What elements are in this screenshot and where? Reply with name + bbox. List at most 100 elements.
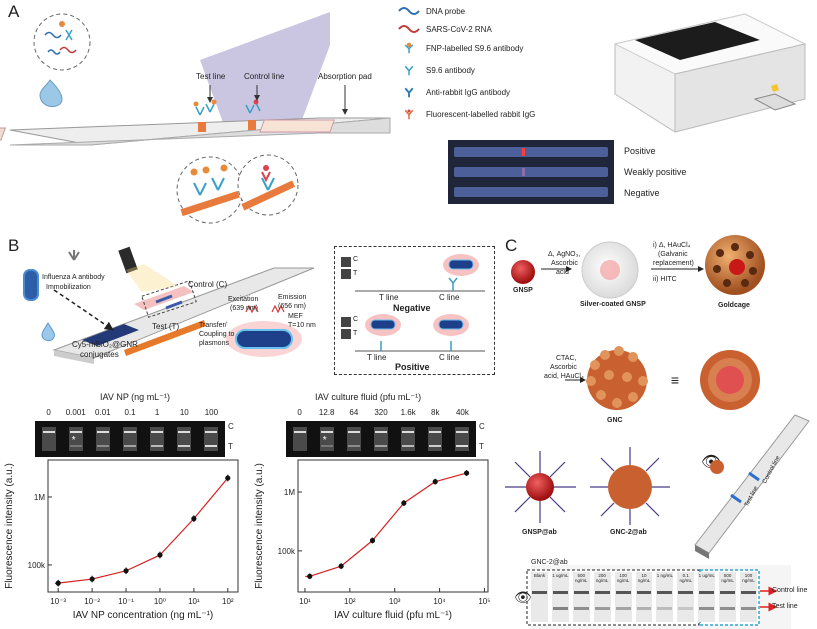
chart2-title: IAV culture fluid (pfu mL⁻¹) xyxy=(315,392,422,402)
fit-curve xyxy=(305,472,467,578)
mef-label: MEF xyxy=(288,313,303,320)
strip-lane: 500 ng/mL xyxy=(572,572,590,622)
t-line-label: T line xyxy=(379,293,399,302)
panel-b-schematic xyxy=(23,246,315,364)
x-axis-label: IAV culture fluid (pfu mL⁻¹) xyxy=(334,610,452,621)
strip-lane: 100 ng/mL xyxy=(740,572,757,622)
strip-lane: 10 ng/mL xyxy=(635,572,653,622)
test-label: Test (T) xyxy=(152,322,180,331)
strip-concentration-label: 0.001 xyxy=(65,408,86,417)
step2-label-2: (Galvanic xyxy=(658,251,688,258)
strip-lane xyxy=(346,427,361,451)
transfer-label-2: Coupling to xyxy=(199,331,235,338)
control-label: Control (C) xyxy=(188,280,228,289)
positive-label: Positive xyxy=(395,362,430,372)
strip-lane: * xyxy=(319,427,334,451)
gnc2-ab-particle xyxy=(608,465,652,509)
strip-lane xyxy=(123,427,137,451)
legend-text: FNP-labelled S9.6 antibody xyxy=(426,43,524,53)
plot-frame xyxy=(297,459,489,593)
panel-c-label: C xyxy=(505,236,518,255)
legend-text: SARS-CoV-2 RNA xyxy=(426,24,492,34)
lane-label: 200 ng/mL xyxy=(595,573,609,583)
conjugates-label-2: conjugates xyxy=(80,350,119,359)
data-point xyxy=(123,568,129,574)
lane-label: Blank xyxy=(533,573,546,578)
legend-row: SARS-CoV-2 RNA xyxy=(398,23,492,35)
distance-label: T=10 nm xyxy=(288,322,316,329)
conjugates-label-1: Cy5-mSiO₂@GNR xyxy=(72,340,138,349)
detection-limit-star: * xyxy=(322,435,327,446)
result-inset: C T C T T line C line Negative T line C … xyxy=(334,246,495,375)
strip-lane: 1 ug/mL xyxy=(698,572,716,622)
y-tick-label: 100k xyxy=(278,547,296,556)
strip-lane: Blank xyxy=(531,572,548,622)
x-tick-label: 10¹ xyxy=(299,597,311,606)
strip-c-label: C xyxy=(479,422,485,431)
anti-rabbit-antibody-icon xyxy=(404,87,414,98)
step1-label-1: Δ, AgNO₃, xyxy=(548,251,581,258)
strip-concentration-label: 40k xyxy=(455,408,469,417)
strip-control-band xyxy=(748,471,760,482)
zoom-circle-sample xyxy=(33,13,91,71)
step3-label-3: acid, HAuCl₄ xyxy=(544,373,584,380)
reader-device xyxy=(613,13,807,133)
result-label: Negative xyxy=(624,188,660,198)
c-line-label: C line xyxy=(439,293,460,302)
strip-concentration-label: 0.1 xyxy=(124,408,136,417)
lane-label: 500 ng/mL xyxy=(575,573,588,583)
y-tick-label: 1M xyxy=(34,493,45,502)
strip-lane xyxy=(428,427,443,451)
t-line-label: T line xyxy=(367,353,387,362)
strip-concentration-label: 100 xyxy=(204,408,219,417)
lane-label: 1 ug/mL xyxy=(552,573,569,578)
inset-c-label: C xyxy=(353,256,359,263)
lane-label: 100 ng/mL xyxy=(742,573,755,583)
panel-a-label: A xyxy=(8,2,20,21)
x-tick-label: 10⁻³ xyxy=(50,597,66,606)
y-axis-label: Fluorescence intensity (a.u.) xyxy=(254,463,265,589)
strip-lane xyxy=(455,427,470,451)
goldcage-label: Goldcage xyxy=(718,302,750,309)
strip-concentration-label: 0.01 xyxy=(95,408,111,417)
s96-antibody-icon xyxy=(404,65,414,76)
inset-c-label: C xyxy=(353,316,359,323)
y-tick-label: 100k xyxy=(28,561,46,570)
strip-concentration-label: 0 xyxy=(297,408,302,417)
gnsp-label: GNSP xyxy=(513,287,533,294)
strip-lane xyxy=(177,427,192,451)
data-point xyxy=(191,516,197,522)
excitation-nm-label: (639 nm) xyxy=(230,305,259,312)
gnsp-ab-label: GNSP@ab xyxy=(522,529,557,536)
strip-lane: 0.1 ng/mL xyxy=(677,572,695,622)
strip-lane: 1 ug/mL xyxy=(551,572,569,622)
detection-window xyxy=(141,280,197,318)
strip-concentration-label: 12.8 xyxy=(318,408,335,417)
lane-label: 10 ng/mL xyxy=(637,573,651,583)
data-point xyxy=(401,500,407,506)
legend-row: Anti-rabbit IgG antibody xyxy=(398,86,510,98)
emission-label: Emission xyxy=(278,294,307,301)
x-tick-label: 10³ xyxy=(389,597,401,606)
detection-limit-star: * xyxy=(71,435,76,446)
strip-concentration-label: 320 xyxy=(374,408,388,417)
warning-label xyxy=(771,84,779,92)
dna-probe-icon xyxy=(398,7,420,15)
silver-coated-label: Silver-coated GNSP xyxy=(580,301,646,308)
x-tick-label: 10¹ xyxy=(188,597,200,606)
test-line-label: Test line xyxy=(196,72,226,81)
step1-label-2: Ascorbic xyxy=(551,260,578,267)
step3-label-1: CTAC, xyxy=(556,355,577,362)
strip-lane: * xyxy=(68,427,83,451)
strip-weakly-positive xyxy=(454,167,608,177)
transfer-label-1: Transfer/ xyxy=(199,322,227,329)
y-axis-label: Fluorescence intensity (a.u.) xyxy=(4,463,15,589)
strip-t-label: T xyxy=(479,442,484,451)
flow-arrow xyxy=(124,320,206,356)
vial-icon xyxy=(23,269,39,301)
x-tick-label: 10² xyxy=(222,597,234,606)
